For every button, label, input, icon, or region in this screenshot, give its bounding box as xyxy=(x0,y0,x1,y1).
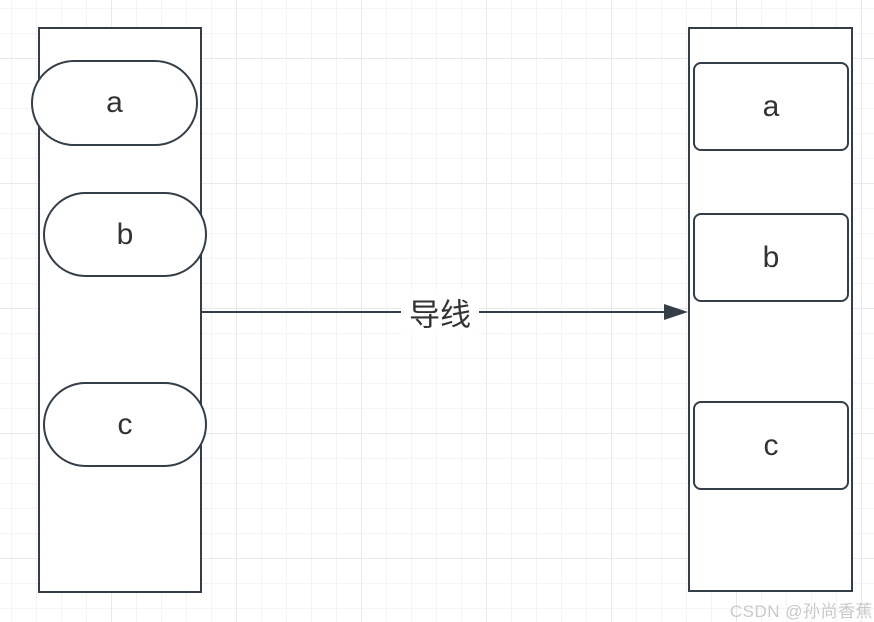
node-pill-b: b xyxy=(43,192,207,277)
node-label: a xyxy=(762,89,780,123)
node-label: c xyxy=(117,407,133,441)
node-box-b: b xyxy=(693,213,849,302)
node-pill-a: a xyxy=(31,60,198,146)
node-label: b xyxy=(762,240,780,274)
node-box-a: a xyxy=(693,62,849,151)
node-label: b xyxy=(116,217,134,251)
node-pill-c: c xyxy=(43,382,207,467)
watermark: CSDN @孙尚香蕉 xyxy=(729,602,873,621)
node-label: c xyxy=(763,428,779,462)
connector-arrowhead-icon xyxy=(664,304,688,320)
node-box-c: c xyxy=(693,401,849,490)
connector-label: 导线 xyxy=(401,289,479,335)
node-label: a xyxy=(106,86,123,119)
